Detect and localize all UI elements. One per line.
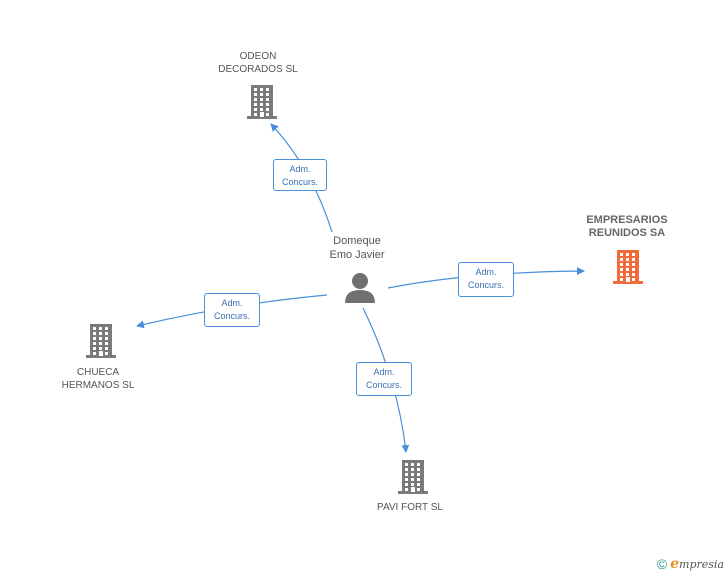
edge-odeon-role: Adm. bbox=[289, 164, 311, 174]
building-icon-pavi[interactable] bbox=[398, 460, 428, 494]
building-icon-main[interactable] bbox=[613, 250, 643, 284]
company-odeon-line2: DECORADOS SL bbox=[218, 64, 298, 75]
copyright-icon: © bbox=[656, 556, 668, 572]
company-main-line2: REUNIDOS SA bbox=[588, 227, 666, 239]
company-label-chueca: CHUECA HERMANOS SL bbox=[48, 366, 148, 392]
brand-initial: e bbox=[670, 556, 680, 572]
company-pavi-line1: PAVI FORT SL bbox=[377, 502, 443, 513]
footer-brand: © empresia bbox=[657, 556, 724, 572]
edge-label-pavi[interactable]: Adm. Concurs. bbox=[356, 362, 412, 396]
company-label-pavi: PAVI FORT SL bbox=[360, 501, 460, 514]
person-name-line2: Emo Javier bbox=[329, 249, 385, 261]
edge-label-main[interactable]: Adm. Concurs. bbox=[458, 262, 514, 297]
company-chueca-line2: HERMANOS SL bbox=[61, 380, 135, 391]
edge-label-odeon[interactable]: Adm. Concurs. bbox=[273, 159, 327, 191]
edge-odeon-type: Concurs. bbox=[281, 177, 318, 187]
edge-main-role: Adm. bbox=[475, 267, 497, 277]
edge-pavi-role: Adm. bbox=[373, 367, 395, 377]
company-chueca-line1: CHUECA bbox=[76, 367, 120, 378]
edge-chueca-role: Adm. bbox=[221, 298, 243, 308]
edge-chueca-type: Concurs. bbox=[213, 311, 250, 321]
building-icon-odeon[interactable] bbox=[247, 85, 277, 119]
edge-main-type: Concurs. bbox=[467, 280, 504, 290]
building-icon-chueca[interactable] bbox=[86, 324, 116, 358]
brand-name: mpresia bbox=[679, 558, 724, 571]
edge-label-chueca[interactable]: Adm. Concurs. bbox=[204, 293, 260, 327]
person-icon[interactable] bbox=[345, 272, 375, 304]
company-label-main: EMPRESARIOS REUNIDOS SA bbox=[570, 214, 684, 240]
company-label-odeon: ODEON DECORADOS SL bbox=[208, 50, 308, 76]
company-odeon-line1: ODEON bbox=[239, 51, 277, 62]
brand-logo: empresia bbox=[670, 556, 724, 572]
edge-pavi-type: Concurs. bbox=[365, 380, 402, 390]
person-name-label: Domeque Emo Javier bbox=[312, 234, 402, 262]
company-main-line1: EMPRESARIOS bbox=[586, 214, 668, 226]
person-name-line1: Domeque bbox=[333, 235, 381, 247]
